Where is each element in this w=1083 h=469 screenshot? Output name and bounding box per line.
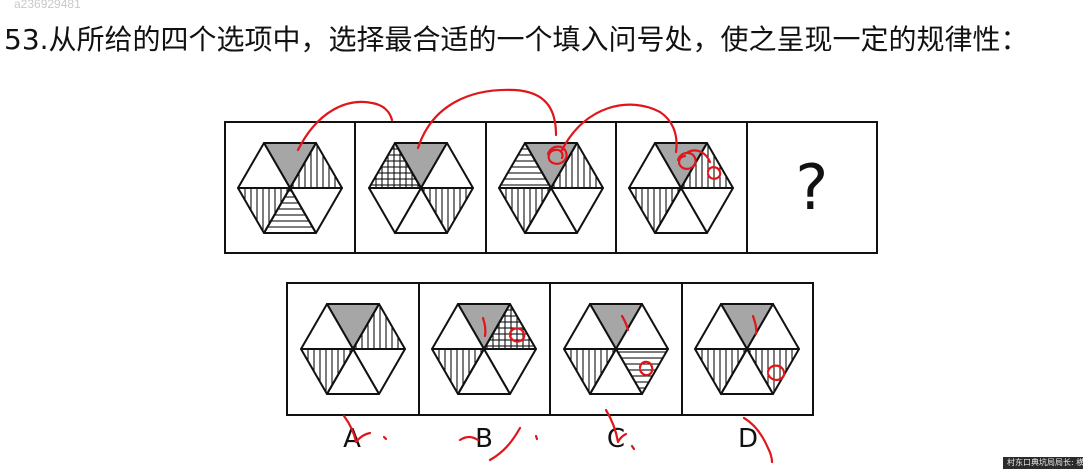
hexagon-figure [299,302,406,396]
hexagon-segment-6 [562,302,617,350]
sequence-figure-1 [226,123,357,252]
option-label-c[interactable]: C [606,424,626,454]
hexagon-figure [237,141,344,234]
option-figure-a[interactable] [288,284,420,414]
option-figure-d[interactable] [683,284,813,414]
hexagon-figure [367,141,474,234]
hexagon-figure [694,302,801,396]
annotation-tick-a-dot [382,435,388,441]
options-row [286,282,814,416]
option-label-b[interactable]: B [475,424,493,454]
hexagon-figure [562,302,669,396]
option-figure-c[interactable] [551,284,683,414]
hexagon-segment-6 [498,141,553,189]
option-figure-b[interactable] [420,284,551,414]
watermark-text: a236929481 [14,0,81,11]
hexagon-figure [431,302,538,396]
hexagon-figure [628,141,735,234]
option-label-d[interactable]: D [737,424,759,454]
sequence-figure-3 [487,123,618,252]
question-mark-cell: ? [748,123,876,252]
sequence-row: ? [224,121,878,254]
hexagon-segment-6 [628,141,683,189]
question-mark: ? [795,151,829,224]
sequence-figure-2 [356,123,487,252]
hexagon-segment-6 [237,141,292,189]
corner-tag: 村东口典坑局局长: 横 [1003,457,1083,469]
option-label-a[interactable]: A [343,424,361,454]
hexagon-segment-6 [299,302,354,350]
question-text: 53.从所给的四个选项中，选择最合适的一个填入问号处，使之呈现一定的规律性： [4,23,1029,56]
hexagon-segment-6 [694,302,749,350]
annotation-tick-b-dot [534,434,539,441]
sequence-figure-4 [617,123,748,252]
hexagon-segment-6 [367,141,422,189]
hexagon-figure [498,141,605,234]
hexagon-segment-6 [431,302,486,350]
